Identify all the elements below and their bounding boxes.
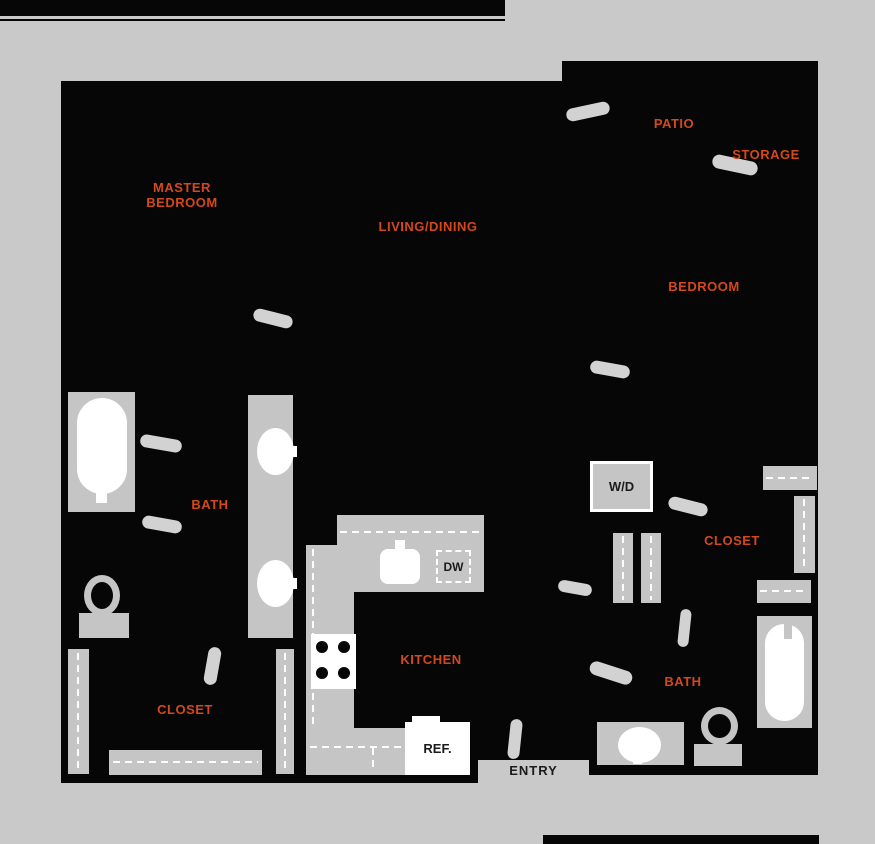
master-tub-faucet-icon: [96, 486, 107, 503]
master-bath-label: BATH: [191, 497, 229, 512]
master-bedroom-label-line1: MASTER: [153, 180, 211, 195]
master-closet-label: CLOSET: [157, 702, 213, 717]
bedroom-label: BEDROOM: [668, 279, 740, 294]
bedroom-closet-shelf-vertical: [794, 496, 815, 573]
hall-closet-shelf-2: [641, 533, 661, 603]
patio-floor: [562, 61, 818, 181]
entry-vestibule: ENTRY: [478, 760, 589, 782]
top-bar-rule: [0, 19, 505, 21]
refrigerator: REF.: [405, 722, 470, 775]
bottom-right-bar: [543, 835, 819, 844]
master-sink2-faucet-icon: [286, 578, 297, 589]
patio-label: PATIO: [653, 116, 695, 131]
master-sink1-faucet-icon: [286, 446, 297, 457]
dishwasher-box: DW: [436, 550, 471, 583]
bath2-tub-faucet-icon: [784, 622, 792, 639]
master-bedroom-label-line2: BEDROOM: [146, 195, 218, 210]
master-toilet-tank-icon: [79, 613, 129, 638]
bath2-sink-faucet-icon: [633, 745, 642, 764]
master-toilet-bowl-icon: [84, 575, 120, 616]
washer-dryer-label: W/D: [608, 479, 635, 494]
living-dining-label: LIVING/DINING: [378, 219, 478, 234]
master-closet-bench: [109, 750, 262, 775]
refrigerator-label: REF.: [423, 741, 452, 756]
bath2-toilet-tank-icon: [694, 744, 742, 766]
washer-dryer: W/D: [590, 461, 653, 512]
kitchen-label: KITCHEN: [400, 652, 462, 667]
entry-label: ENTRY: [509, 763, 558, 778]
hall-closet-shelf-1: [613, 533, 633, 603]
master-bathtub-icon: [77, 398, 127, 494]
storage-label: STORAGE: [732, 147, 800, 162]
bottom-wall: [61, 775, 478, 783]
master-closet-shelf-right: [276, 649, 294, 774]
second-bath-label: BATH: [664, 674, 702, 689]
master-closet-shelf-left: [68, 649, 89, 774]
unit-floor: [61, 81, 818, 775]
top-bar: [0, 0, 505, 16]
bath2-bathtub-icon: [765, 624, 804, 721]
kitchen-counter-bottom: [306, 728, 413, 775]
bedroom-closet-label: CLOSET: [704, 533, 760, 548]
refrigerator-handle-icon: [412, 716, 440, 724]
dishwasher-label: DW: [443, 560, 464, 574]
bedroom-closet-shelf-mid: [757, 580, 811, 603]
bath2-toilet-bowl-icon: [701, 707, 738, 745]
master-bedroom-label: MASTER BEDROOM: [140, 180, 224, 210]
stove-icon: [311, 634, 356, 689]
bedroom-closet-shelf-top: [763, 466, 817, 490]
kitchen-sink-icon: [380, 549, 420, 584]
kitchen-sink-faucet-icon: [395, 540, 405, 552]
